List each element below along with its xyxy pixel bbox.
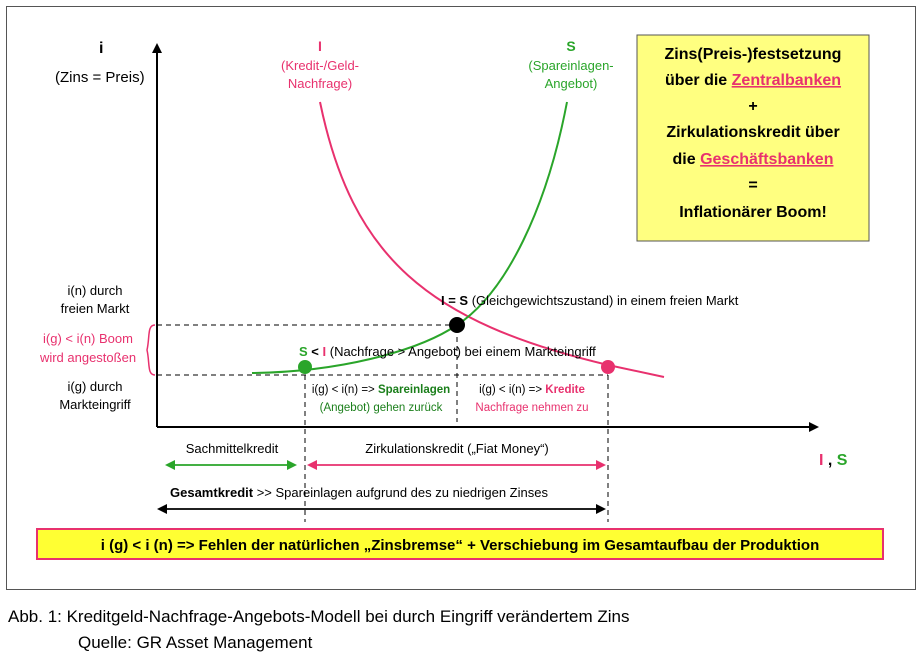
level-n-label-1: i(n) durch xyxy=(68,283,123,298)
demand-curve xyxy=(319,101,665,378)
supply-label-2: Angebot) xyxy=(545,76,598,91)
credit-market-diagram: i (Zins = Preis) I , S I (Kredit-/Geld- … xyxy=(36,34,884,560)
savings-note-2: (Angebot) gehen zurück xyxy=(320,402,443,414)
level-g-label-1: i(g) durch xyxy=(68,379,123,394)
info-line-2: über die Zentralbanken xyxy=(665,72,841,89)
demand-point-low xyxy=(601,360,615,374)
equilibrium-label: I = S (Gleichgewichtszustand) in einem f… xyxy=(441,293,739,308)
x-axis-label: I , S xyxy=(819,452,848,469)
info-line-5: Inflationärer Boom! xyxy=(679,204,827,221)
level-n-label-2: freien Markt xyxy=(61,301,130,316)
diagram-frame: i (Zins = Preis) I , S I (Kredit-/Geld- … xyxy=(6,6,916,590)
info-line-1: Zins(Preis-)festsetzung xyxy=(665,46,842,63)
bottom-banner xyxy=(36,528,884,560)
bottom-banner-text: i (g) < i (n) => Fehlen der natürlichen … xyxy=(101,537,819,554)
level-g-label-2: Markteingriff xyxy=(59,397,131,412)
figure-source: Quelle: GR Asset Management xyxy=(78,633,313,652)
savings-note-1: i(g) < i(n) => Spareinlagen xyxy=(312,384,450,396)
credit-note-2: Nachfrage nehmen zu xyxy=(475,402,588,414)
intervention-label: S < I (Nachfrage > Angebot) bei einem Ma… xyxy=(299,344,596,359)
figure-caption: Abb. 1: Kreditgeld-Nachfrage-Angebots-Mo… xyxy=(8,607,630,626)
boom-brace xyxy=(146,324,156,376)
supply-point-low xyxy=(298,360,312,374)
supply-symbol: S xyxy=(566,38,575,54)
demand-label-2: Nachfrage) xyxy=(288,76,352,91)
info-plus: + xyxy=(748,98,757,115)
credit-note-1: i(g) < i(n) => Kredite xyxy=(479,384,585,396)
info-equals: = xyxy=(748,177,757,194)
equilibrium-point xyxy=(449,317,465,333)
demand-label-1: (Kredit-/Geld- xyxy=(281,58,359,73)
supply-label-1: (Spareinlagen- xyxy=(528,58,613,73)
boom-note-1: i(g) < i(n) Boom xyxy=(43,331,133,346)
sachmittel-label: Sachmittelkredit xyxy=(186,441,279,456)
info-line-3: Zirkulationskredit über xyxy=(666,124,839,141)
boom-note-2: wird angestoßen xyxy=(39,350,136,365)
y-axis-symbol: i xyxy=(99,40,103,57)
y-axis-label: (Zins = Preis) xyxy=(55,69,145,86)
demand-symbol: I xyxy=(318,38,322,54)
zirkulation-label: Zirkulationskredit („Fiat Money“) xyxy=(365,441,549,456)
gesamt-label: Gesamtkredit >> Spareinlagen aufgrund de… xyxy=(170,485,548,500)
supply-curve xyxy=(251,101,568,374)
info-line-4: die Geschäftsbanken xyxy=(673,151,834,168)
info-box xyxy=(636,34,870,242)
